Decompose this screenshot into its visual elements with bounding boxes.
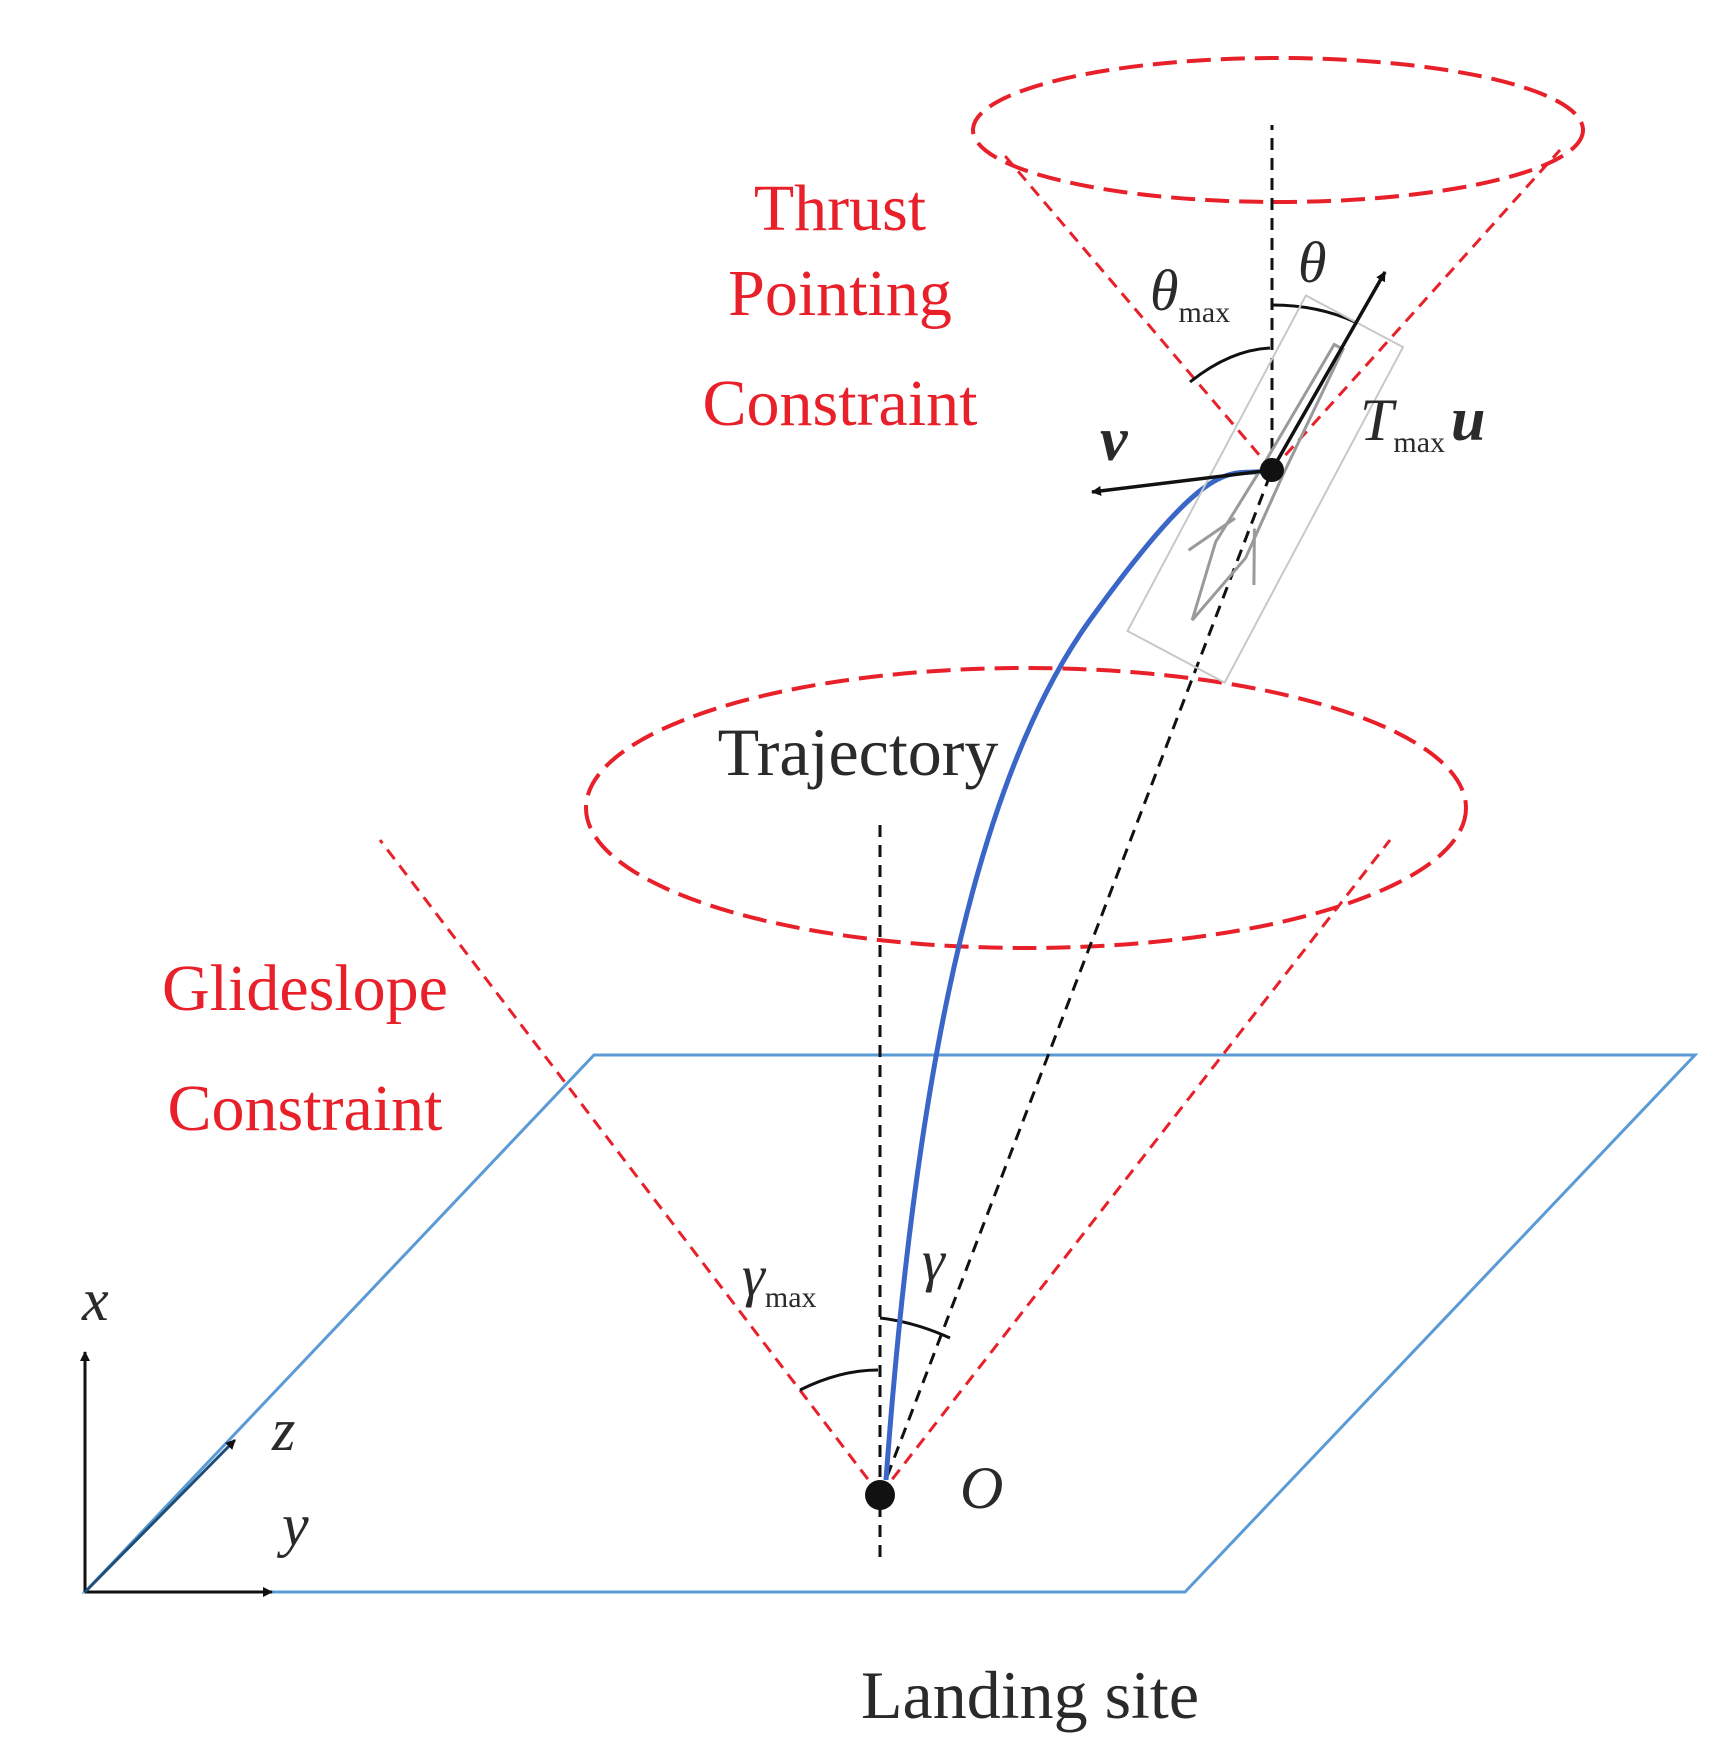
guide-lines — [878, 125, 1274, 1560]
y-axis-label: y — [276, 1492, 309, 1558]
thrust-constraint-label-1: Thrust — [754, 172, 926, 245]
landing-plane — [81, 1053, 1699, 1594]
glideslope-left-edge — [378, 839, 882, 1496]
line-of-sight — [878, 469, 1274, 1496]
velocity-label: v — [1100, 406, 1129, 474]
thrust-constraint-label-3: Constraint — [703, 367, 978, 440]
trajectory-label: Trajectory — [718, 714, 999, 790]
glideslope-constraint-label-2: Constraint — [168, 1072, 443, 1145]
theta-max-arc — [1189, 346, 1271, 384]
z-axis — [83, 1438, 237, 1594]
thrust-left-edge — [998, 149, 1274, 471]
coordinate-axes — [80, 1351, 273, 1597]
glideslope-cone — [378, 666, 1468, 1496]
thrust-right-edge — [1270, 148, 1562, 472]
thrust-pointing-cone — [971, 56, 1585, 472]
origin-point — [865, 1480, 895, 1510]
rocket-fins — [1187, 517, 1256, 585]
glideslope-constraint-label-1: Glideslope — [162, 952, 448, 1025]
thrust-vector — [1270, 271, 1387, 471]
gamma-max-arc — [799, 1368, 879, 1392]
glideslope-ellipse — [584, 666, 1468, 950]
thrust-ellipse — [971, 56, 1585, 204]
theta-arc — [1271, 303, 1356, 324]
vehicle-point — [1260, 458, 1284, 482]
z-axis-label: z — [271, 1397, 295, 1463]
trajectory-curve — [883, 467, 1273, 1481]
theta-max-label: θmax — [1150, 258, 1230, 329]
rocket-bounding-box — [1126, 294, 1405, 685]
gamma-label: γ — [922, 1228, 947, 1293]
origin-label: O — [960, 1455, 1003, 1521]
thrust-constraint-label-2: Pointing — [728, 257, 952, 330]
gamma-max-label: γmax — [742, 1243, 817, 1314]
x-axis-label: x — [81, 1267, 109, 1333]
vehicle-vectors — [1091, 271, 1387, 496]
rocket-body — [1190, 342, 1345, 622]
gamma-arc — [879, 1316, 951, 1340]
theta-label: θ — [1298, 230, 1327, 295]
thrust-magnitude-label: Tmaxu — [1360, 386, 1486, 459]
rocket-illustration — [1126, 294, 1405, 685]
velocity-vector — [1091, 468, 1273, 496]
landing-site-label: Landing site — [861, 1657, 1199, 1733]
glideslope-right-edge — [878, 839, 1392, 1496]
angle-arcs — [799, 303, 1356, 1392]
